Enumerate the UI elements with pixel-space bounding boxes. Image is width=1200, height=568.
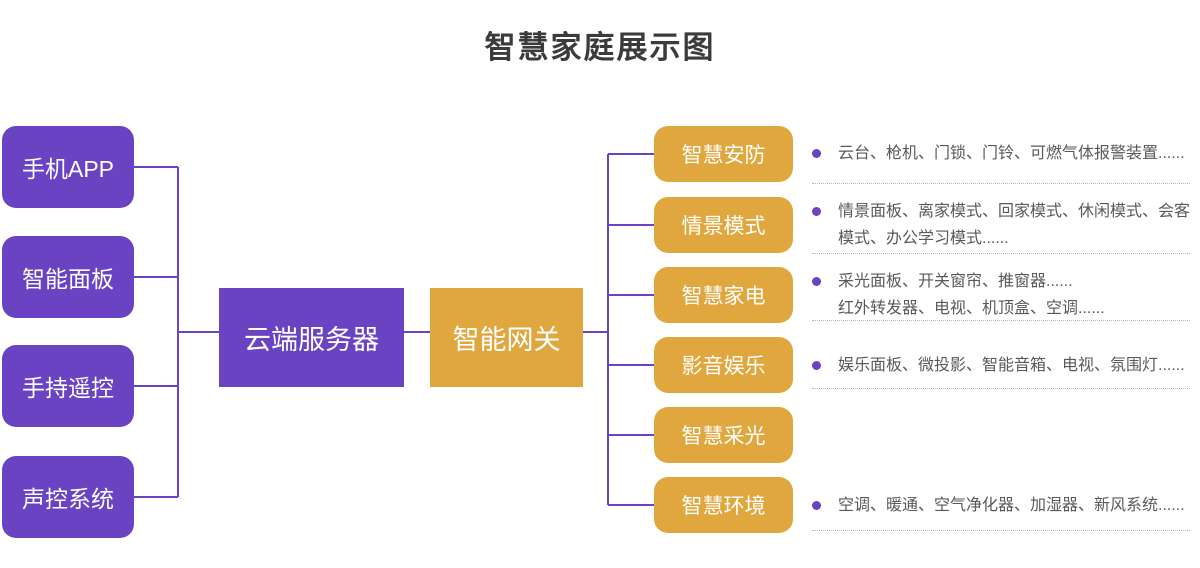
divider bbox=[812, 320, 1190, 321]
page-title: 智慧家庭展示图 bbox=[484, 30, 716, 65]
desc-line: 云台、枪机、门锁、门铃、可燃气体报警装置...... bbox=[838, 145, 1185, 162]
node-cloud-server: 云端服务器 bbox=[219, 288, 404, 387]
desc-smart-appliance: 采光面板、开关窗帘、推窗器...... 红外转发器、电视、机顶盒、空调.....… bbox=[812, 268, 1190, 322]
divider bbox=[812, 388, 1190, 389]
desc-text: 云台、枪机、门锁、门铃、可燃气体报警装置...... bbox=[838, 140, 1190, 167]
desc-line: 采光面板、开关窗帘、推窗器...... bbox=[838, 273, 1073, 290]
bullet-icon bbox=[812, 501, 821, 510]
node-smart-appliance: 智慧家电 bbox=[654, 267, 793, 323]
bullet-icon bbox=[812, 207, 821, 216]
desc-text: 空调、暖通、空气净化器、加湿器、新风系统...... bbox=[838, 492, 1190, 519]
bullet-icon bbox=[812, 149, 821, 158]
desc-smart-security: 云台、枪机、门锁、门铃、可燃气体报警装置...... bbox=[812, 140, 1190, 167]
node-mobile-app: 手机APP bbox=[2, 126, 134, 208]
node-av-entertainment: 影音娱乐 bbox=[654, 337, 793, 393]
desc-line: 情景面板、离家模式、回家模式、休闲模式、会客模式、办公学习模式...... bbox=[838, 203, 1191, 247]
desc-text: 娱乐面板、微投影、智能音箱、电视、氛围灯...... bbox=[838, 352, 1190, 379]
bullet-icon bbox=[812, 277, 821, 286]
desc-line: 空调、暖通、空气净化器、加湿器、新风系统...... bbox=[838, 497, 1185, 514]
node-smart-panel: 智能面板 bbox=[2, 236, 134, 318]
node-smart-daylighting: 智慧采光 bbox=[654, 407, 793, 463]
desc-text: 采光面板、开关窗帘、推窗器...... 红外转发器、电视、机顶盒、空调.....… bbox=[838, 268, 1190, 322]
divider bbox=[812, 530, 1190, 531]
divider bbox=[812, 253, 1190, 254]
desc-line: 红外转发器、电视、机顶盒、空调...... bbox=[838, 300, 1105, 317]
desc-av-entertainment: 娱乐面板、微投影、智能音箱、电视、氛围灯...... bbox=[812, 352, 1190, 379]
desc-text: 情景面板、离家模式、回家模式、休闲模式、会客模式、办公学习模式...... bbox=[838, 198, 1190, 252]
node-smart-environment: 智慧环境 bbox=[654, 477, 793, 533]
node-scene-mode: 情景模式 bbox=[654, 197, 793, 253]
desc-smart-environment: 空调、暖通、空气净化器、加湿器、新风系统...... bbox=[812, 492, 1190, 519]
node-voice-control: 声控系统 bbox=[2, 456, 134, 538]
desc-line: 娱乐面板、微投影、智能音箱、电视、氛围灯...... bbox=[838, 357, 1185, 374]
node-handheld-remote: 手持遥控 bbox=[2, 345, 134, 427]
bullet-icon bbox=[812, 361, 821, 370]
divider bbox=[812, 183, 1190, 184]
node-smart-security: 智慧安防 bbox=[654, 126, 793, 182]
desc-scene-mode: 情景面板、离家模式、回家模式、休闲模式、会客模式、办公学习模式...... bbox=[812, 198, 1190, 252]
node-smart-gateway: 智能网关 bbox=[430, 288, 583, 387]
